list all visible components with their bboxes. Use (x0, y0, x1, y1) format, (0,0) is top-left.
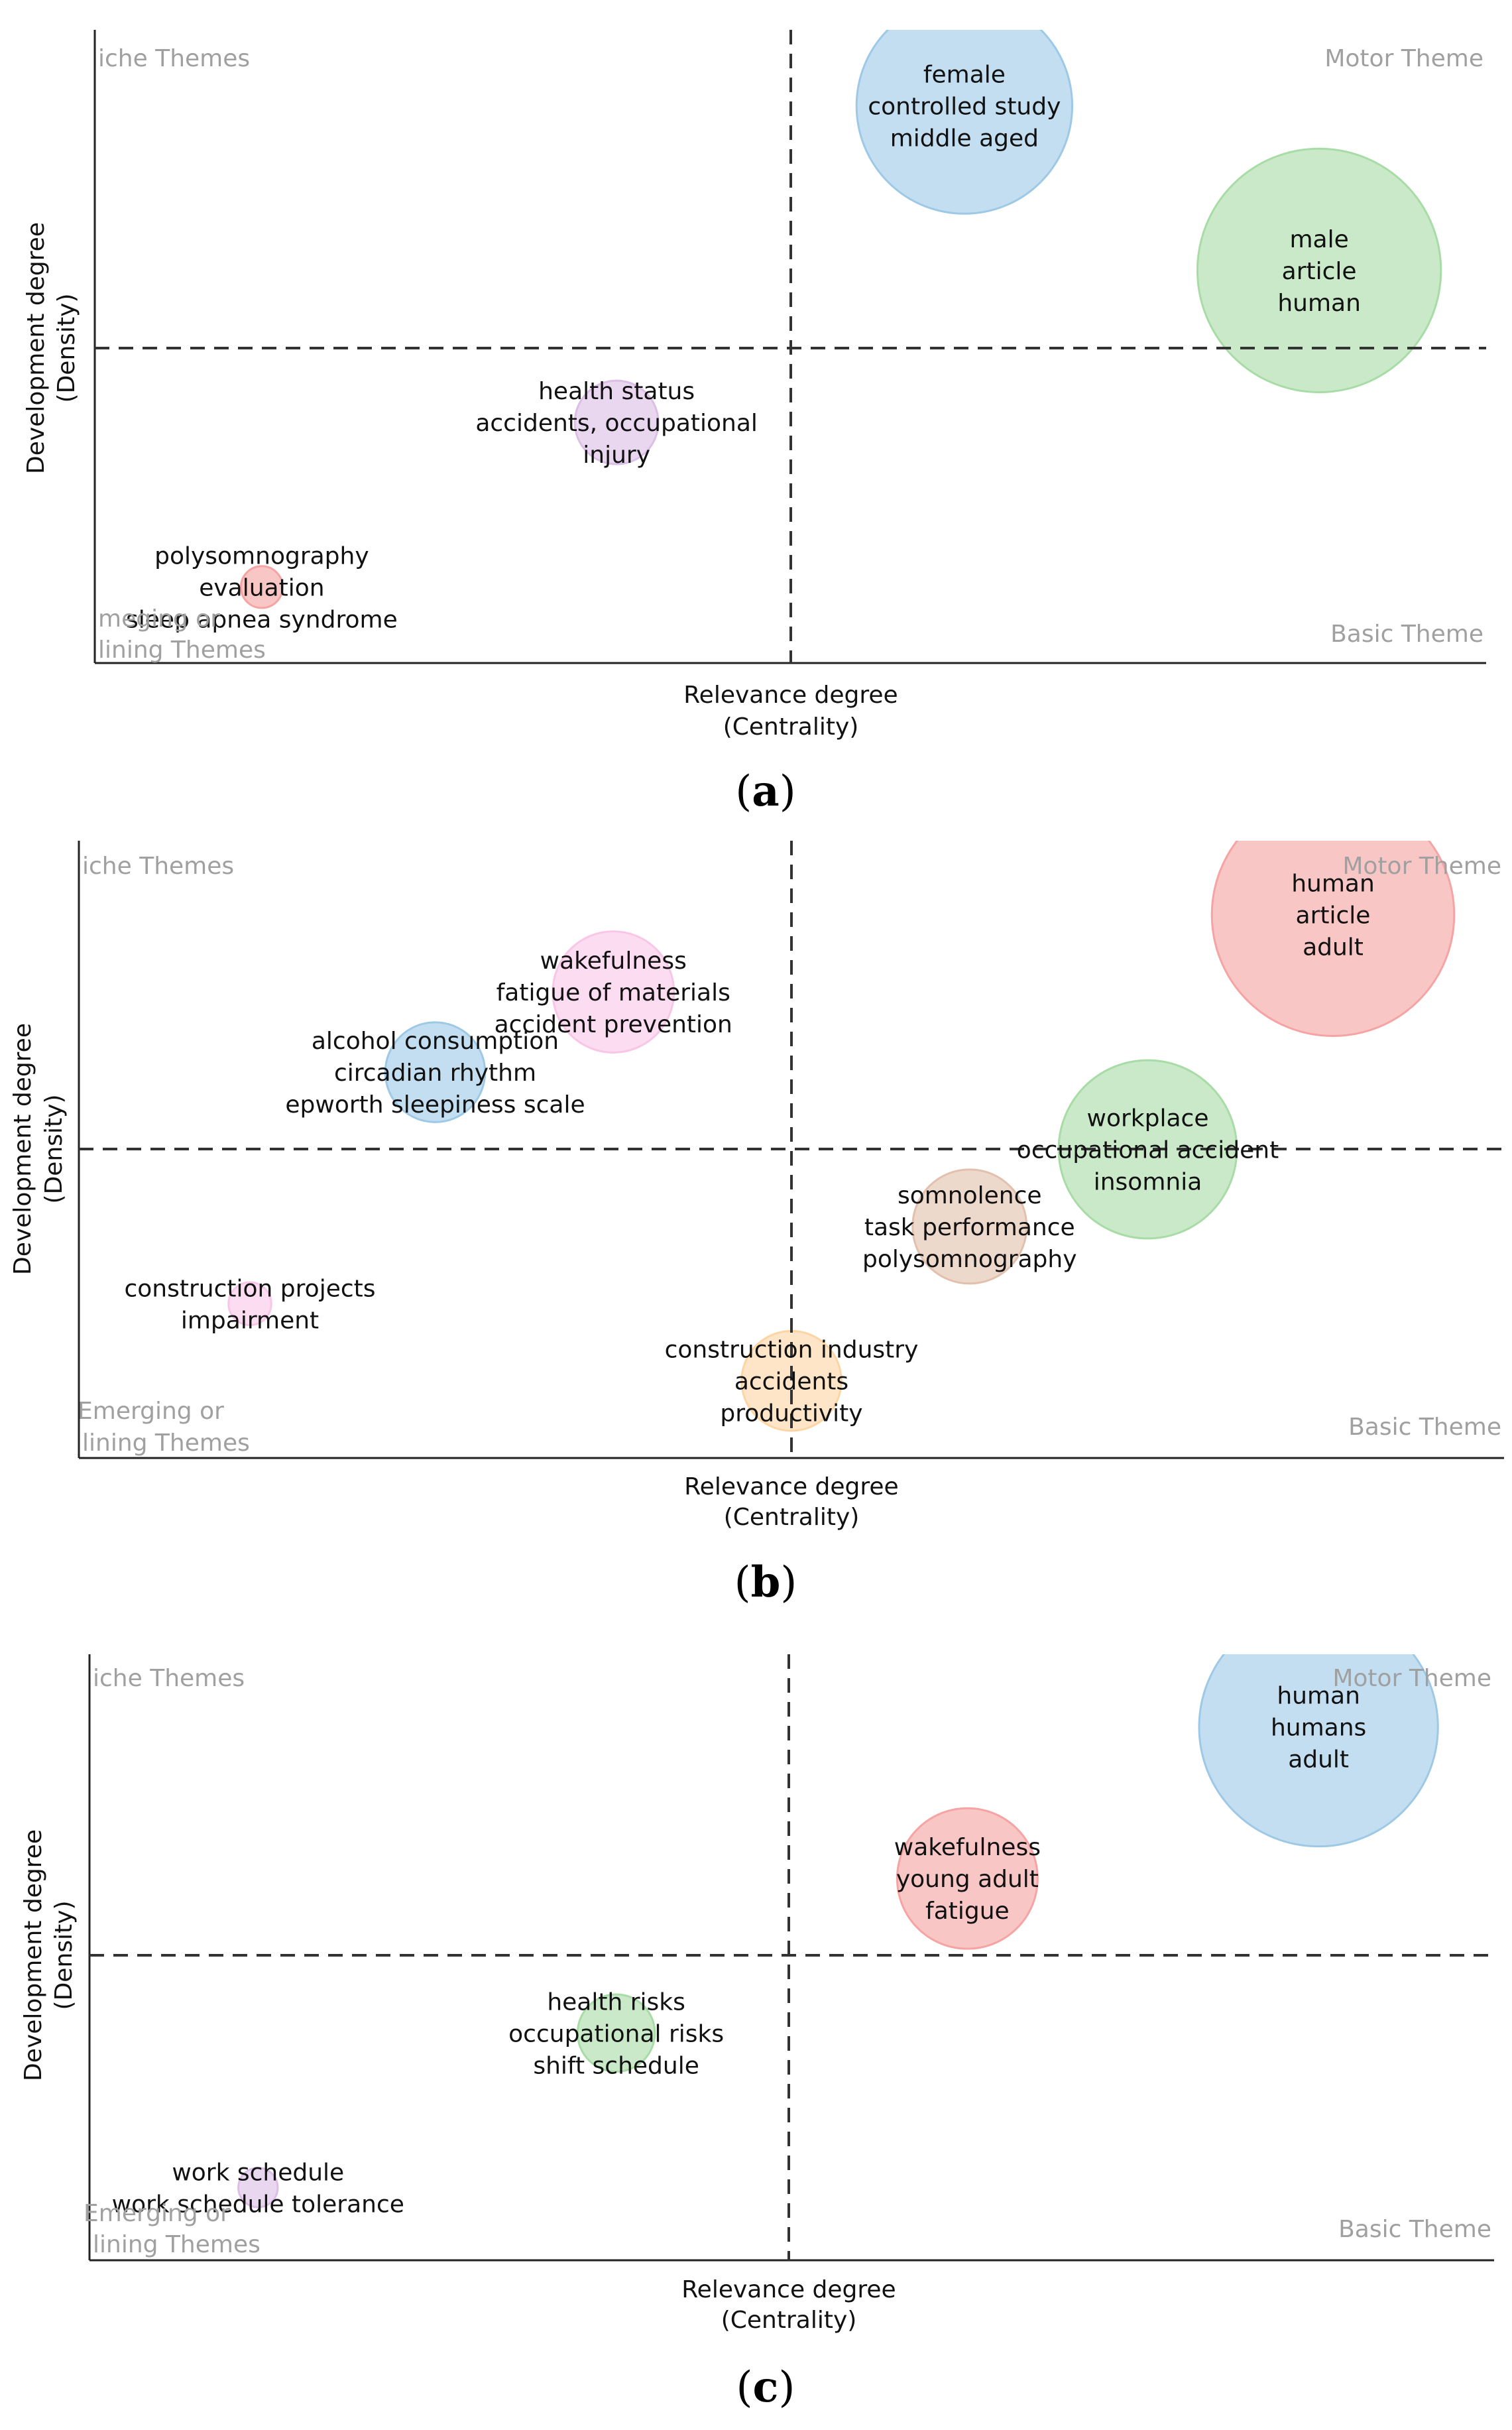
bubble-label-c-0-2: adult (1288, 1746, 1349, 1774)
panel-c: human humans adult wakefulness young adult fa… (20, 1654, 1494, 2412)
bubble-label-b-4-2: polysomnography (862, 1246, 1077, 1273)
panel-b-caption: (b) (734, 1557, 797, 1607)
bubble-label-a-2-2: injury (583, 442, 650, 469)
bubble-label-b-3-0: workplace (1087, 1105, 1209, 1132)
bubble-label-b-1-2: accident prevention (494, 1011, 732, 1038)
panel-b-basic-label: Basic Theme (1348, 1414, 1501, 1441)
panel-b-bubbles (227, 841, 1456, 1432)
bubble-b-2 (384, 1021, 487, 1123)
bubble-label-b-6-0: construction industry (665, 1337, 919, 1364)
panel-c-ylabel-line2: (Density) (50, 1901, 78, 2010)
panel-a: female controlled study middle aged male art… (23, 30, 1486, 816)
bubble-label-c-1-2: fatigue (925, 1898, 1010, 1925)
bubble-label-a-2-0: health status (538, 378, 695, 405)
panel-a-labels: female controlled study middle aged male art… (126, 62, 1361, 634)
panel-a-ylabel-line1: Development degree (23, 222, 50, 474)
bubble-label-c-0-0: human (1277, 1683, 1360, 1710)
bubble-label-b-1-1: fatigue of materials (496, 979, 730, 1006)
panel-a-bubbles (239, 30, 1442, 609)
panel-b-emerging-line2: lining Themes (82, 1429, 250, 1457)
panel-a-caption: (a) (735, 766, 795, 816)
bubble-label-b-2-0: alcohol consumption (312, 1028, 559, 1055)
bubble-label-a-0-2: middle aged (890, 125, 1039, 152)
bubble-label-b-5-0: construction projects (124, 1275, 375, 1302)
bubble-label-c-3-0: work schedule (172, 2159, 344, 2186)
bubble-a-2 (573, 379, 660, 465)
panel-c-ylabel-line1: Development degree (20, 1829, 47, 2081)
panel-c-niche-label: iche Themes (93, 1665, 245, 1692)
bubble-c-2 (576, 1993, 656, 2073)
panel-a-emerging-line2: lining Themes (98, 637, 266, 664)
panel-b: human article adult wakefulness fatigue of m… (9, 841, 1504, 1607)
bubble-a-3 (239, 565, 284, 609)
panel-a-basic-label: Basic Theme (1330, 621, 1483, 648)
bubble-label-b-6-1: accidents (734, 1368, 848, 1396)
bubble-label-b-2-2: epworth sleepiness scale (285, 1091, 585, 1119)
panel-b-xlabel-line1: Relevance degree (684, 1473, 898, 1500)
panel-c-xlabel-line1: Relevance degree (681, 2276, 896, 2303)
panel-a-ylabel-line2: (Density) (53, 294, 80, 403)
bubble-label-a-3-0: polysomnography (154, 542, 369, 570)
panel-b-niche-label: iche Themes (82, 853, 234, 880)
bubble-label-b-6-2: productivity (720, 1400, 862, 1428)
bubble-c-1 (896, 1807, 1039, 1950)
panel-c-emerging-line1: Emerging or (84, 2200, 230, 2227)
panel-b-ylabel-line1: Development degree (9, 1023, 36, 1275)
bubble-label-b-0-1: article (1296, 902, 1371, 930)
bubble-label-a-0-0: female (923, 62, 1006, 89)
bubble-label-a-1-2: human (1277, 290, 1361, 317)
panel-c-bubbles (237, 1654, 1439, 2209)
bubble-label-a-3-1: evaluation (199, 574, 324, 601)
bubble-c-0 (1198, 1654, 1439, 1848)
bubble-label-a-3-2: sleep apnea syndrome (126, 606, 398, 633)
panel-a-xlabel-line2: (Centrality) (723, 713, 859, 741)
panel-c-caption: (c) (736, 2362, 795, 2412)
bubble-label-c-2-2: shift schedule (533, 2052, 699, 2079)
bubble-label-c-1-0: wakefulness (894, 1834, 1041, 1861)
bubble-label-a-0-1: controlled study (868, 93, 1061, 121)
bubble-label-b-5-1: impairment (181, 1307, 319, 1334)
bubble-b-5 (227, 1281, 272, 1326)
bubble-label-c-3-1: work schedule tolerance (112, 2191, 404, 2218)
panel-a-niche-label: iche Themes (98, 45, 250, 72)
bubble-b-4 (911, 1168, 1028, 1285)
bubble-label-b-4-1: task performance (864, 1214, 1075, 1241)
bubble-a-0 (855, 30, 1073, 215)
bubble-c-3 (237, 2167, 279, 2209)
bubble-a-1 (1196, 147, 1442, 394)
panel-b-xlabel-line2: (Centrality) (724, 1504, 860, 1531)
bubble-label-a-1-0: male (1289, 226, 1348, 253)
bubble-b-0 (1210, 841, 1456, 1037)
bubble-label-b-1-0: wakefulness (540, 947, 687, 975)
bubble-label-b-3-1: occupational accident (1017, 1137, 1279, 1164)
bubble-label-b-3-2: insomnia (1094, 1169, 1202, 1196)
bubble-b-1 (552, 930, 675, 1054)
bubble-label-b-2-1: circadian rhythm (334, 1060, 536, 1087)
panel-c-labels: human humans adult wakefulness young adult fa… (112, 1683, 1367, 2218)
panel-b-ylabel-line2: (Density) (40, 1095, 68, 1204)
bubble-label-c-0-1: humans (1271, 1715, 1366, 1742)
bubble-label-a-2-1: accidents, occupational (475, 410, 758, 437)
panel-b-motor-label: Motor Theme (1342, 853, 1501, 880)
panel-c-emerging-line2: lining Themes (93, 2231, 261, 2258)
panel-c-xlabel-line2: (Centrality) (721, 2307, 857, 2334)
bubble-label-a-1-1: article (1282, 258, 1357, 285)
bubble-label-b-0-0: human (1291, 871, 1375, 898)
panel-c-basic-label: Basic Theme (1338, 2216, 1491, 2243)
panel-b-emerging-line1: Emerging or (78, 1398, 224, 1425)
bubble-label-b-0-2: adult (1303, 934, 1364, 961)
panel-c-motor-label: Motor Theme (1332, 1665, 1491, 1692)
bubble-label-c-1-1: young adult (896, 1866, 1039, 1893)
panel-a-emerging-line1: meging or (98, 605, 220, 633)
bubble-label-c-2-0: health risks (547, 1988, 685, 2016)
panel-b-labels: human article adult wakefulness fatigue of m… (124, 871, 1374, 1428)
bubble-label-b-4-0: somnolence (898, 1182, 1042, 1209)
panel-a-motor-label: Motor Theme (1324, 45, 1483, 72)
panel-a-xlabel-line1: Relevance degree (683, 682, 898, 709)
bubble-label-c-2-1: occupational risks (508, 2020, 724, 2047)
